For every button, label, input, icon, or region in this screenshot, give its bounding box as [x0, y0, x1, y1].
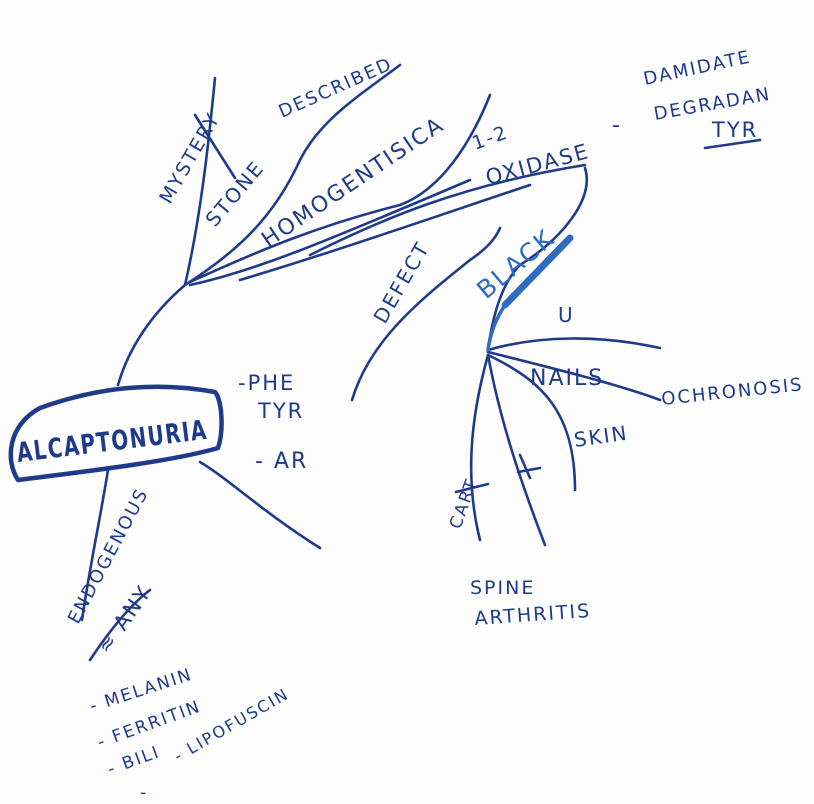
label-ochronosis: OCHRONOSIS	[660, 374, 804, 410]
spine-tick	[516, 453, 542, 480]
connector-oxidase	[188, 178, 472, 287]
black-highlight-thin	[486, 303, 507, 352]
connector-black-upper	[308, 163, 587, 257]
label-mystery: MYSTERY	[155, 109, 225, 208]
connector-any	[88, 588, 152, 662]
connector-mystery	[183, 76, 217, 287]
connector-black-curve	[486, 166, 588, 352]
label-spine: SPINE	[470, 577, 535, 599]
label-oxidase: OXIDASE	[483, 139, 592, 190]
connector-pigment	[198, 460, 322, 550]
connector-nails-top	[486, 337, 662, 352]
label-nails: NAILS	[530, 366, 604, 391]
label-skin: SKIN	[572, 421, 629, 452]
mystery-strike	[193, 113, 237, 180]
connector-nails-bottom	[486, 350, 662, 402]
center-node-label: ALCAPTONURIA	[15, 415, 209, 469]
label-u-mark: U	[558, 303, 575, 327]
label-tyr-underlined: TYR	[711, 118, 758, 142]
cart-underline	[454, 482, 490, 494]
connector-cart	[469, 353, 490, 542]
label-oxidase-note-1: DAMIDATE	[642, 47, 754, 90]
label-ar: - AR	[255, 449, 308, 474]
label-described: DESCRIBED	[275, 54, 396, 123]
pigment-item-4: - LIPOFUSCIN	[171, 684, 293, 765]
label-stone: STONE	[200, 156, 269, 231]
connector-homogentisic	[188, 93, 492, 284]
label-defect: DEFECT	[369, 237, 435, 327]
black-highlight	[501, 234, 574, 309]
label-approx-any: ≈ ANY	[92, 581, 156, 658]
connector-spine	[486, 353, 547, 547]
connector-skin	[486, 353, 577, 492]
connector-defect	[350, 226, 502, 402]
connector-homo-underline	[238, 183, 532, 282]
label-phe: -PHE	[238, 371, 295, 395]
label-homogentisic: HOMOGENTISICA	[257, 112, 449, 253]
label-dash-oxidase: -	[612, 113, 622, 138]
label-arthritis: ARTHRITIS	[474, 600, 592, 630]
connector-stone	[183, 63, 402, 287]
tyr-underline	[703, 138, 762, 150]
label-tyr: TYR	[257, 399, 304, 423]
connector-endogenous	[80, 468, 110, 622]
center-node-box	[8, 384, 224, 483]
connector-root	[116, 283, 187, 387]
pigment-last-dash: -	[140, 783, 148, 803]
